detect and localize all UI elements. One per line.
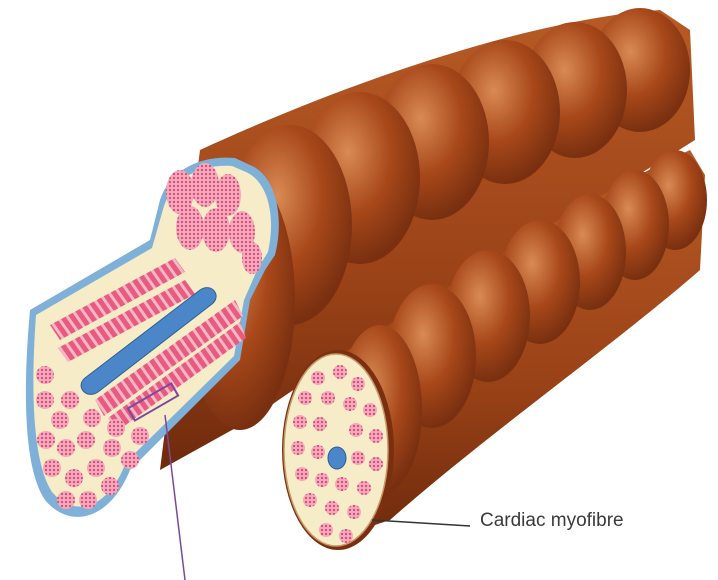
cardiac-myofibre-label: Cardiac myofibre xyxy=(480,510,624,532)
pointer-line-cardiac-myofibre xyxy=(372,520,470,526)
upper-fibre-cutaway xyxy=(26,158,279,517)
nucleus xyxy=(328,447,346,469)
